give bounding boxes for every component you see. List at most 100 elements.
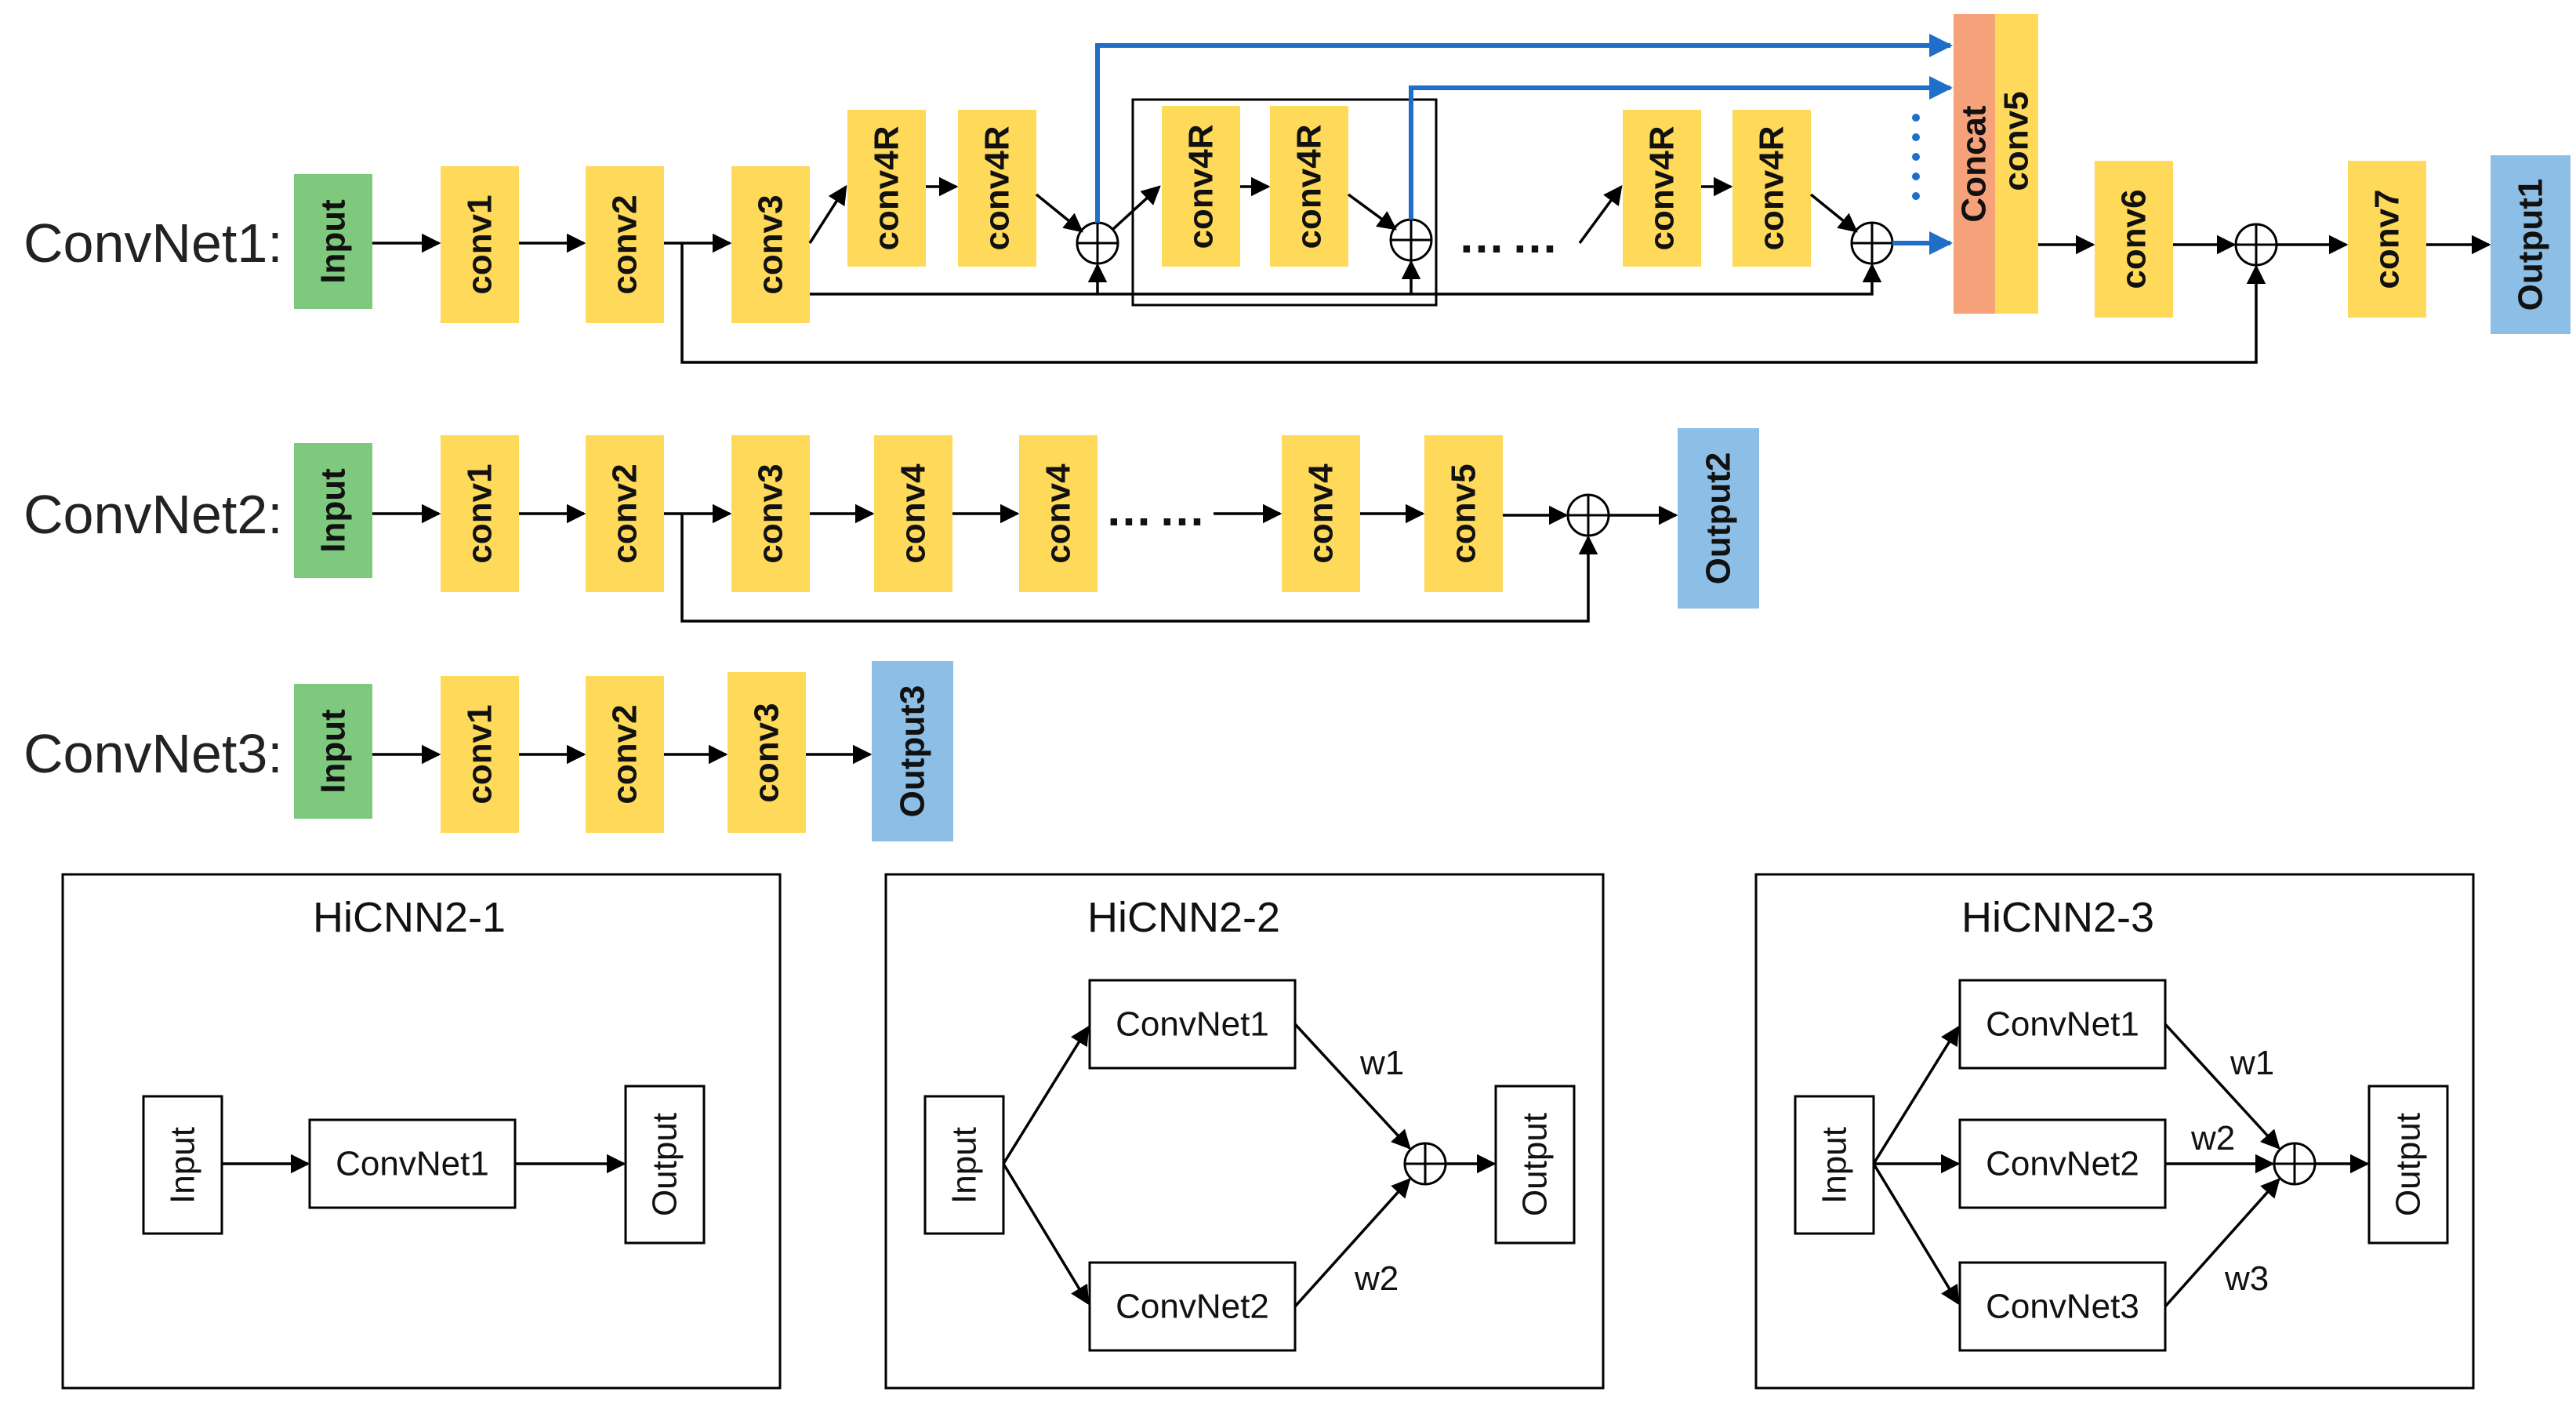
hicnn2-3-weight-w3: w3: [2224, 1259, 2269, 1298]
hicnn2-3-panel: HiCNN2-3 Input ConvNet1 ConvNet2 ConvNet…: [1754, 873, 2475, 1390]
hicnn2-3-convnet1-box: ConvNet1: [1958, 979, 2167, 1070]
hicnn2-2-panel: HiCNN2-2 Input ConvNet1 ConvNet2 Output …: [884, 873, 1605, 1390]
convnet2-row: ConvNet2: Input conv1 conv2 conv3 conv4 …: [24, 428, 1759, 623]
svg-text:Output: Output: [2389, 1113, 2428, 1216]
convnet3-conv3-block: conv3: [727, 672, 806, 833]
svg-text:ConvNet2: ConvNet2: [1986, 1145, 2139, 1183]
svg-text:conv7: conv7: [2368, 189, 2407, 289]
svg-text:Output1: Output1: [2512, 179, 2550, 311]
svg-text:conv6: conv6: [2115, 189, 2153, 289]
convnet1-conv4r-block-4: conv4R: [1270, 106, 1348, 267]
convnet2-conv5-block: conv5: [1424, 435, 1503, 592]
convnet1-output-block: Output1: [2491, 155, 2571, 334]
svg-text:Input: Input: [945, 1127, 984, 1204]
convnet1-sum-node-4: [2234, 223, 2278, 267]
convnet1-conv3-block: conv3: [731, 166, 810, 323]
hicnn2-3-output-box: Output: [2367, 1085, 2449, 1245]
hicnn2-2-input-box: Input: [923, 1095, 1005, 1235]
hicnn2-3-weight-w1: w1: [2230, 1044, 2274, 1082]
hicnn2-1-input-box: Input: [142, 1095, 223, 1235]
convnet1-conv4r-block-5: conv4R: [1623, 110, 1701, 267]
convnet1-input-block: Input: [294, 174, 372, 309]
convnet1-connections: [372, 176, 2491, 364]
convnet1-conv1-block: conv1: [441, 166, 519, 323]
convnet3-input-block: Input: [294, 684, 372, 819]
convnet1-conv4r-block-3: conv4R: [1162, 106, 1240, 267]
svg-text:conv2: conv2: [606, 463, 644, 563]
hicnn2-2-weight-w1: w1: [1359, 1044, 1404, 1082]
svg-text:ConvNet1: ConvNet1: [1986, 1005, 2139, 1044]
convnet2-conv4-block-1: conv4: [874, 435, 952, 592]
convnet1-sum-node-1: [1076, 221, 1119, 265]
svg-text:conv1: conv1: [461, 463, 499, 563]
svg-text:conv3: conv3: [752, 463, 790, 563]
convnet2-output-block: Output2: [1678, 428, 1759, 609]
convnet2-conv3-block: conv3: [731, 435, 810, 592]
convnet3-conv2-block: conv2: [586, 676, 664, 833]
hicnn2-1-convnet1-box: ConvNet1: [308, 1118, 517, 1209]
convnet1-ellipsis: ……: [1458, 210, 1565, 263]
svg-text:conv5: conv5: [1997, 91, 2036, 191]
hicnn2-2-connections: [1002, 1023, 1497, 1308]
convnet2-conv2-block: conv2: [586, 435, 664, 592]
svg-text:Input: Input: [1816, 1127, 1854, 1204]
svg-text:Input: Input: [314, 709, 353, 794]
hicnn2-2-convnet2-box: ConvNet2: [1088, 1261, 1297, 1352]
svg-text:conv1: conv1: [461, 194, 499, 294]
hicnn2-2-title: HiCNN2-2: [1087, 894, 1280, 941]
svg-text:Input: Input: [164, 1127, 202, 1204]
convnet2-conv4-block-2: conv4: [1019, 435, 1098, 592]
svg-text:conv5: conv5: [1445, 463, 1483, 563]
hicnn2-2-weight-w2: w2: [1354, 1259, 1399, 1298]
convnet3-output-block: Output3: [872, 661, 953, 841]
hicnn2-3-weight-w2: w2: [2190, 1119, 2235, 1157]
convnet3-label: ConvNet3:: [24, 723, 283, 784]
convnet3-row: ConvNet3: Input conv1 conv2 conv3 Output…: [24, 661, 953, 841]
convnet2-conv1-block: conv1: [441, 435, 519, 592]
svg-text:ConvNet1: ConvNet1: [336, 1145, 489, 1183]
convnet2-sum-node: [1566, 493, 1610, 537]
hicnn2-1-panel: HiCNN2-1 Input ConvNet1 Output: [61, 873, 782, 1390]
svg-text:conv2: conv2: [606, 704, 644, 804]
convnet2-input-block: Input: [294, 443, 372, 578]
hicnn2-2-output-box: Output: [1494, 1085, 1576, 1245]
svg-text:conv3: conv3: [752, 194, 790, 294]
svg-text:Output: Output: [646, 1113, 684, 1216]
convnet2-connections: [372, 503, 1678, 623]
convnet1-sum-node-3: [1850, 221, 1894, 265]
svg-text:Input: Input: [314, 468, 353, 553]
svg-text:conv4: conv4: [894, 463, 933, 564]
svg-text:conv4R: conv4R: [868, 126, 906, 251]
convnet1-residual-group-frame: [1131, 98, 1438, 307]
convnet2-ellipsis: ……: [1105, 483, 1212, 536]
convnet3-conv1-block: conv1: [441, 676, 519, 833]
convnet2-label: ConvNet2:: [24, 484, 283, 545]
convnet1-conv4r-block-2: conv4R: [958, 110, 1036, 267]
svg-text:Output: Output: [1516, 1113, 1555, 1216]
hicnn2-3-title: HiCNN2-3: [1961, 894, 2154, 941]
svg-text:conv4R: conv4R: [1643, 126, 1682, 251]
hicnn2-3-input-box: Input: [1794, 1095, 1875, 1235]
svg-text:Output2: Output2: [1700, 452, 1738, 585]
convnet1-sum-node-2: [1389, 218, 1433, 262]
convnet1-conv5-block: conv5: [1995, 14, 2038, 314]
hicnn2-2-convnet1-box: ConvNet1: [1088, 979, 1297, 1070]
convnet1-conv7-block: conv7: [2348, 161, 2426, 318]
svg-text:Concat: Concat: [1955, 105, 1994, 222]
svg-text:Input: Input: [314, 199, 353, 284]
svg-text:conv4R: conv4R: [1182, 125, 1221, 249]
hicnn2-2-sum-node: [1403, 1142, 1447, 1186]
convnet1-vertical-ellipsis: [1912, 114, 1920, 200]
svg-text:conv3: conv3: [748, 703, 786, 802]
convnet1-conv4r-block-1: conv4R: [847, 110, 926, 267]
svg-text:conv4R: conv4R: [978, 126, 1017, 251]
convnet1-row: ConvNet1: Input conv1 conv2 conv3 conv4R…: [24, 14, 2571, 364]
hicnn2-1-output-box: Output: [624, 1085, 706, 1245]
svg-text:ConvNet2: ConvNet2: [1116, 1288, 1269, 1326]
hicnn2-3-connections: [1872, 1023, 2370, 1308]
svg-text:ConvNet3: ConvNet3: [1986, 1288, 2139, 1326]
hicnn2-3-sum-node: [2273, 1142, 2317, 1186]
hicnn2-1-title: HiCNN2-1: [313, 894, 506, 941]
svg-text:conv4: conv4: [1039, 463, 1078, 564]
